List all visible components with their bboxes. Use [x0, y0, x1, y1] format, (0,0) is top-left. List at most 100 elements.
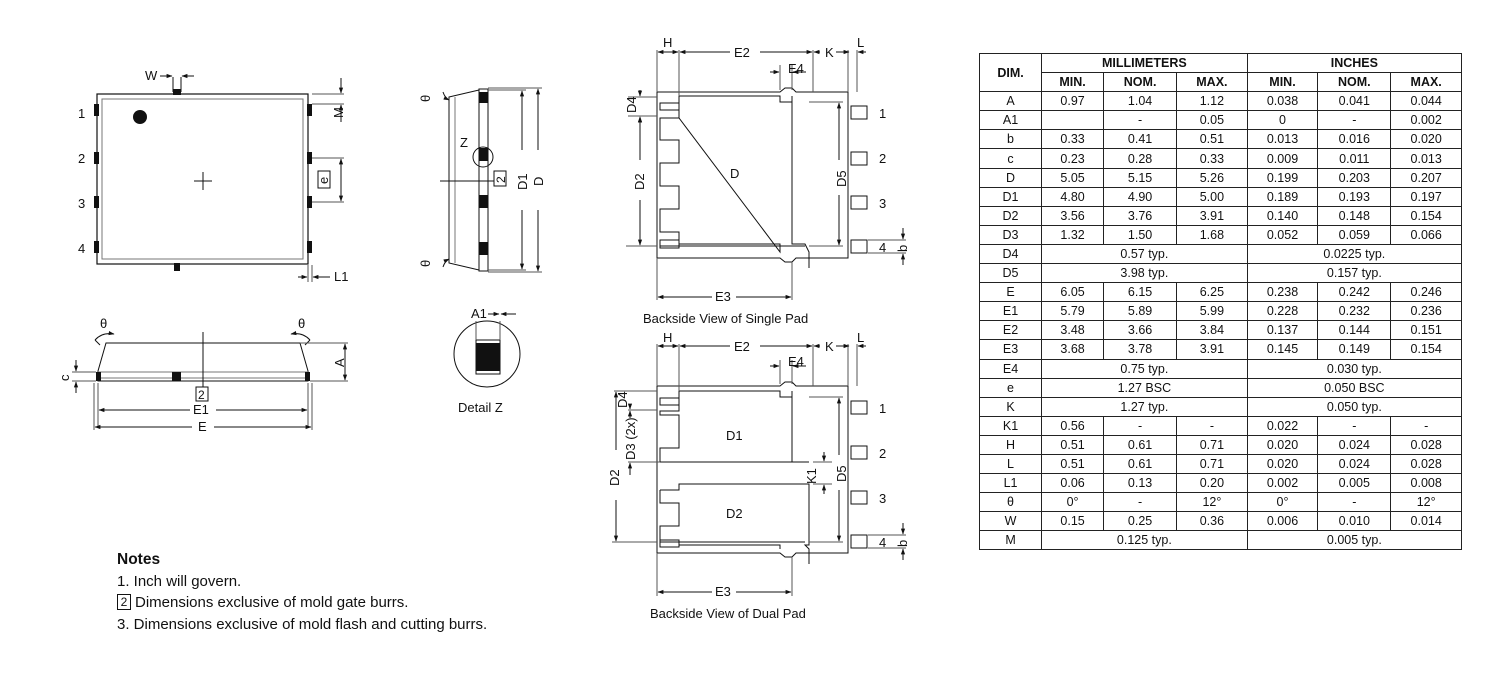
- dp-label-d3: D3 (2x): [623, 417, 638, 460]
- dim-cell: K: [978, 396, 1043, 417]
- value-cell: 0: [1246, 110, 1319, 131]
- dim-cell: D2: [978, 205, 1043, 226]
- value-cell: 0.149: [1317, 339, 1392, 360]
- value-cell: 12°: [1176, 492, 1248, 513]
- value-cell: 0.024: [1317, 453, 1392, 475]
- dim-cell: A1: [978, 110, 1043, 131]
- value-cell: -: [1390, 415, 1462, 436]
- value-cell: 0.197: [1390, 186, 1462, 207]
- value-cell: 0.242: [1317, 282, 1392, 303]
- dim-label-a: A: [332, 358, 347, 367]
- dim-label-d1: D1: [515, 173, 530, 190]
- side-ref-2: 2: [494, 176, 508, 183]
- sp-label-e4: E4: [788, 61, 804, 76]
- value-cell: -: [1103, 415, 1178, 436]
- value-cell: 0°: [1246, 492, 1319, 513]
- dp-pin-2: 2: [879, 446, 886, 461]
- pin-label-1: 1: [78, 106, 85, 121]
- sp-pin-4: 4: [879, 240, 886, 255]
- dual-pad-view: [612, 343, 906, 596]
- dim-label-l1: L1: [334, 269, 348, 284]
- sp-label-b: b: [895, 245, 910, 252]
- value-cell: 0.36: [1176, 511, 1248, 532]
- value-cell: 0.203: [1317, 167, 1392, 188]
- dim-label-e: e: [316, 177, 331, 184]
- value-cell: 3.48: [1041, 320, 1105, 341]
- dp-label-e3: E3: [715, 584, 731, 599]
- pin1-dot: [133, 110, 147, 124]
- value-cell: 0.151: [1390, 320, 1462, 341]
- value-cell: 3.91: [1176, 339, 1248, 360]
- value-cell: -: [1317, 492, 1392, 513]
- in-typ-cell: 0.0225 typ.: [1246, 243, 1463, 265]
- dp-label-d2-pad: D2: [726, 506, 743, 521]
- value-cell: -: [1317, 415, 1392, 436]
- value-cell: 6.15: [1103, 282, 1178, 303]
- mm-min-header: MIN.: [1041, 72, 1105, 93]
- note-3: 3. Dimensions exclusive of mold flash an…: [117, 615, 488, 633]
- value-cell: 0.28: [1103, 148, 1178, 169]
- table-subheader-row: MIN. NOM. MAX. MIN. NOM. MAX.: [980, 72, 1462, 93]
- value-cell: 0.193: [1317, 186, 1392, 207]
- dim-label-e-width: E: [198, 419, 207, 434]
- dim-cell: D5: [978, 263, 1043, 284]
- value-cell: 0.041: [1317, 91, 1392, 112]
- front-theta-left: θ: [100, 316, 107, 331]
- value-cell: 3.76: [1103, 205, 1178, 226]
- value-cell: 0.028: [1390, 453, 1462, 475]
- pin-label-2: 2: [78, 151, 85, 166]
- dp-label-k1: K1: [804, 468, 819, 484]
- value-cell: 0.199: [1246, 167, 1319, 188]
- sp-label-e2: E2: [734, 45, 750, 60]
- dim-cell: θ: [978, 492, 1043, 513]
- value-cell: 12°: [1390, 492, 1462, 513]
- value-cell: 0.56: [1041, 415, 1105, 436]
- mm-typ-cell: 0.57 typ.: [1041, 243, 1248, 265]
- mm-typ-cell: 1.27 typ.: [1041, 396, 1248, 417]
- inches-header: INCHES: [1246, 52, 1463, 74]
- dim-cell: E4: [978, 358, 1043, 379]
- value-cell: 0.011: [1317, 148, 1392, 169]
- value-cell: 0.33: [1041, 129, 1105, 150]
- dp-label-d1-pad: D1: [726, 428, 743, 443]
- value-cell: 0.010: [1317, 511, 1392, 532]
- dim-label-c: c: [57, 374, 72, 381]
- value-cell: 0.15: [1041, 511, 1105, 532]
- dp-caption: Backside View of Dual Pad: [650, 606, 806, 621]
- value-cell: -: [1103, 492, 1178, 513]
- value-cell: 5.79: [1041, 301, 1105, 322]
- top-view: [94, 73, 344, 282]
- note-1: 1. Inch will govern.: [117, 572, 242, 590]
- value-cell: 0.052: [1246, 224, 1319, 245]
- value-cell: 0.148: [1317, 205, 1392, 226]
- dim-cell: E3: [978, 339, 1043, 360]
- value-cell: 5.89: [1103, 301, 1178, 322]
- mm-nom-header: NOM.: [1103, 72, 1178, 93]
- side-view: [440, 87, 542, 273]
- value-cell: 5.26: [1176, 167, 1248, 188]
- dim-label-w: W: [145, 68, 158, 83]
- value-cell: 0.33: [1176, 148, 1248, 169]
- single-pad-view: [626, 49, 906, 300]
- front-view: [72, 331, 348, 430]
- side-theta-bottom: θ: [418, 260, 433, 267]
- value-cell: 0.145: [1246, 339, 1319, 360]
- value-cell: 5.15: [1103, 167, 1178, 188]
- value-cell: 0.006: [1246, 511, 1319, 532]
- dim-cell: D: [978, 167, 1043, 188]
- dim-cell: W: [978, 511, 1043, 532]
- sp-label-d5: D5: [834, 170, 849, 187]
